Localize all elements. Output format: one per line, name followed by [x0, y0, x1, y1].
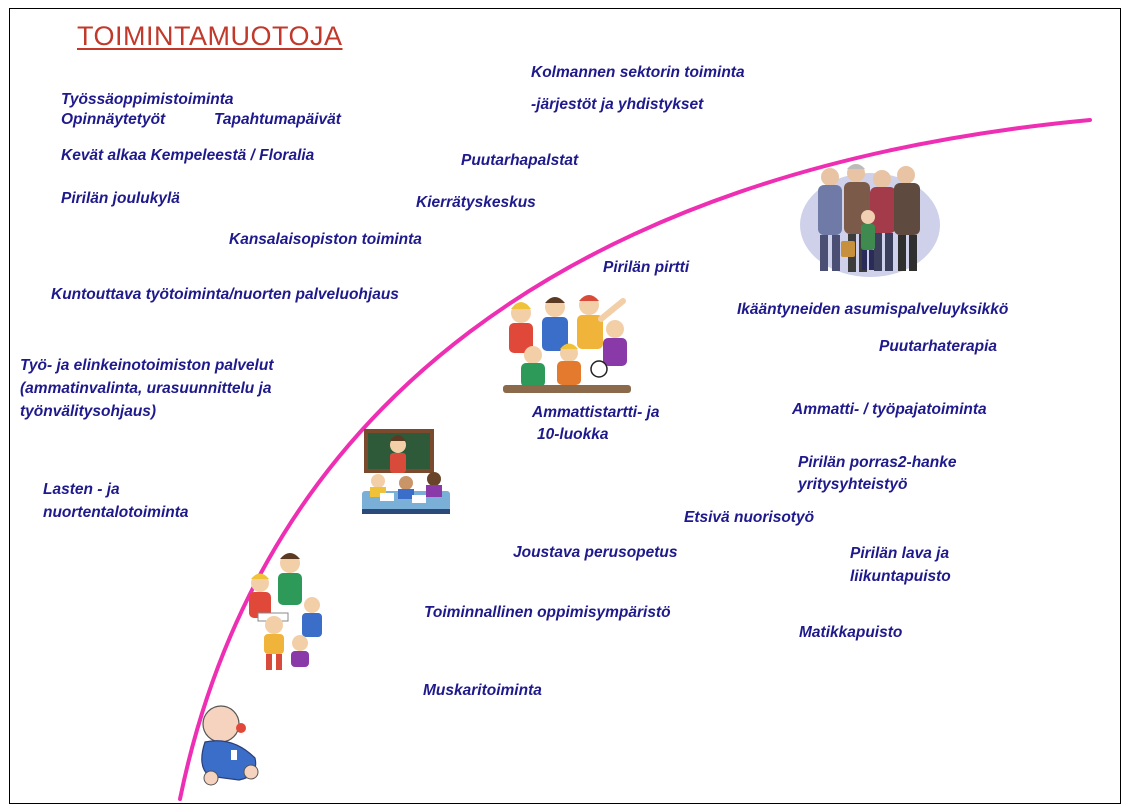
classroom-clipart [362, 429, 450, 514]
label-toiminnallinen: Toiminnallinen oppimisympäristö [424, 604, 671, 621]
label-muskaritoiminta: Muskaritoiminta [423, 682, 542, 699]
label-kierratyskeskus: Kierrätyskeskus [416, 194, 536, 211]
kids-group-clipart [503, 295, 631, 393]
label-etsiva-nuorisotyo: Etsivä nuorisotyö [684, 509, 815, 526]
label-tyo-elinkeino-1: Työ- ja elinkeinotoimiston palvelut [20, 357, 274, 374]
label-kolmas-sektori-2: -järjestöt ja yhdistykset [531, 96, 704, 113]
label-tyossaoppimistoiminta: Työssäoppimistoiminta [61, 91, 234, 108]
label-ammattistartti-2: 10-luokka [537, 426, 609, 443]
reading-kids-clipart [249, 553, 322, 670]
label-ikaantyneet: Ikääntyneiden asumispalveluyksikkö [737, 301, 1009, 318]
life-span-arc [178, 118, 1092, 801]
label-tyo-elinkeino-3: työnvälitysohjaus) [20, 403, 157, 420]
label-lava-1: Pirilän lava ja [850, 545, 950, 562]
label-puutarhapalstat: Puutarhapalstat [461, 152, 579, 169]
label-joustava-perusopetus: Joustava perusopetus [513, 544, 678, 561]
label-opinnaytetyot: Opinnäytetyöt [61, 111, 166, 128]
label-puutarhaterapia: Puutarhaterapia [879, 338, 998, 355]
label-lasten-2: nuortentalotoiminta [43, 504, 189, 521]
label-kevat-alkaa: Kevät alkaa Kempeleestä / Floralia [61, 147, 315, 164]
label-kansalaisopisto: Kansalaisopiston toiminta [229, 231, 422, 248]
label-lasten-1: Lasten - ja [43, 481, 120, 498]
baby-clipart [201, 705, 259, 786]
label-porras2-1: Pirilän porras2-hanke [798, 454, 957, 471]
label-pirilan-pirtti: Pirilän pirtti [603, 259, 690, 276]
elderly-group-clipart [800, 164, 940, 277]
label-ammattistartti-1: Ammattistartti- ja [532, 404, 660, 421]
label-matikkapuisto: Matikkapuisto [799, 624, 903, 641]
label-lava-2: liikuntapuisto [850, 568, 951, 585]
label-kolmas-sektori-1: Kolmannen sektorin toiminta [531, 64, 745, 81]
label-tapahtumapaivat: Tapahtumapäivät [214, 111, 341, 128]
label-tyopajatoiminta: Ammatti- / työpajatoiminta [792, 401, 987, 418]
slide-frame: TOIMINTAMUOTOJA Työssäoppimistoiminta Op… [9, 8, 1121, 804]
label-porras2-2: yritysyhteistyö [798, 476, 908, 493]
label-tyo-elinkeino-2: (ammatinvalinta, urasuunnittelu ja [20, 380, 272, 397]
page-title: TOIMINTAMUOTOJA [77, 21, 343, 51]
label-kuntouttava: Kuntouttava työtoiminta/nuorten palveluo… [51, 286, 399, 303]
label-joulukyla: Pirilän joulukylä [61, 190, 180, 207]
